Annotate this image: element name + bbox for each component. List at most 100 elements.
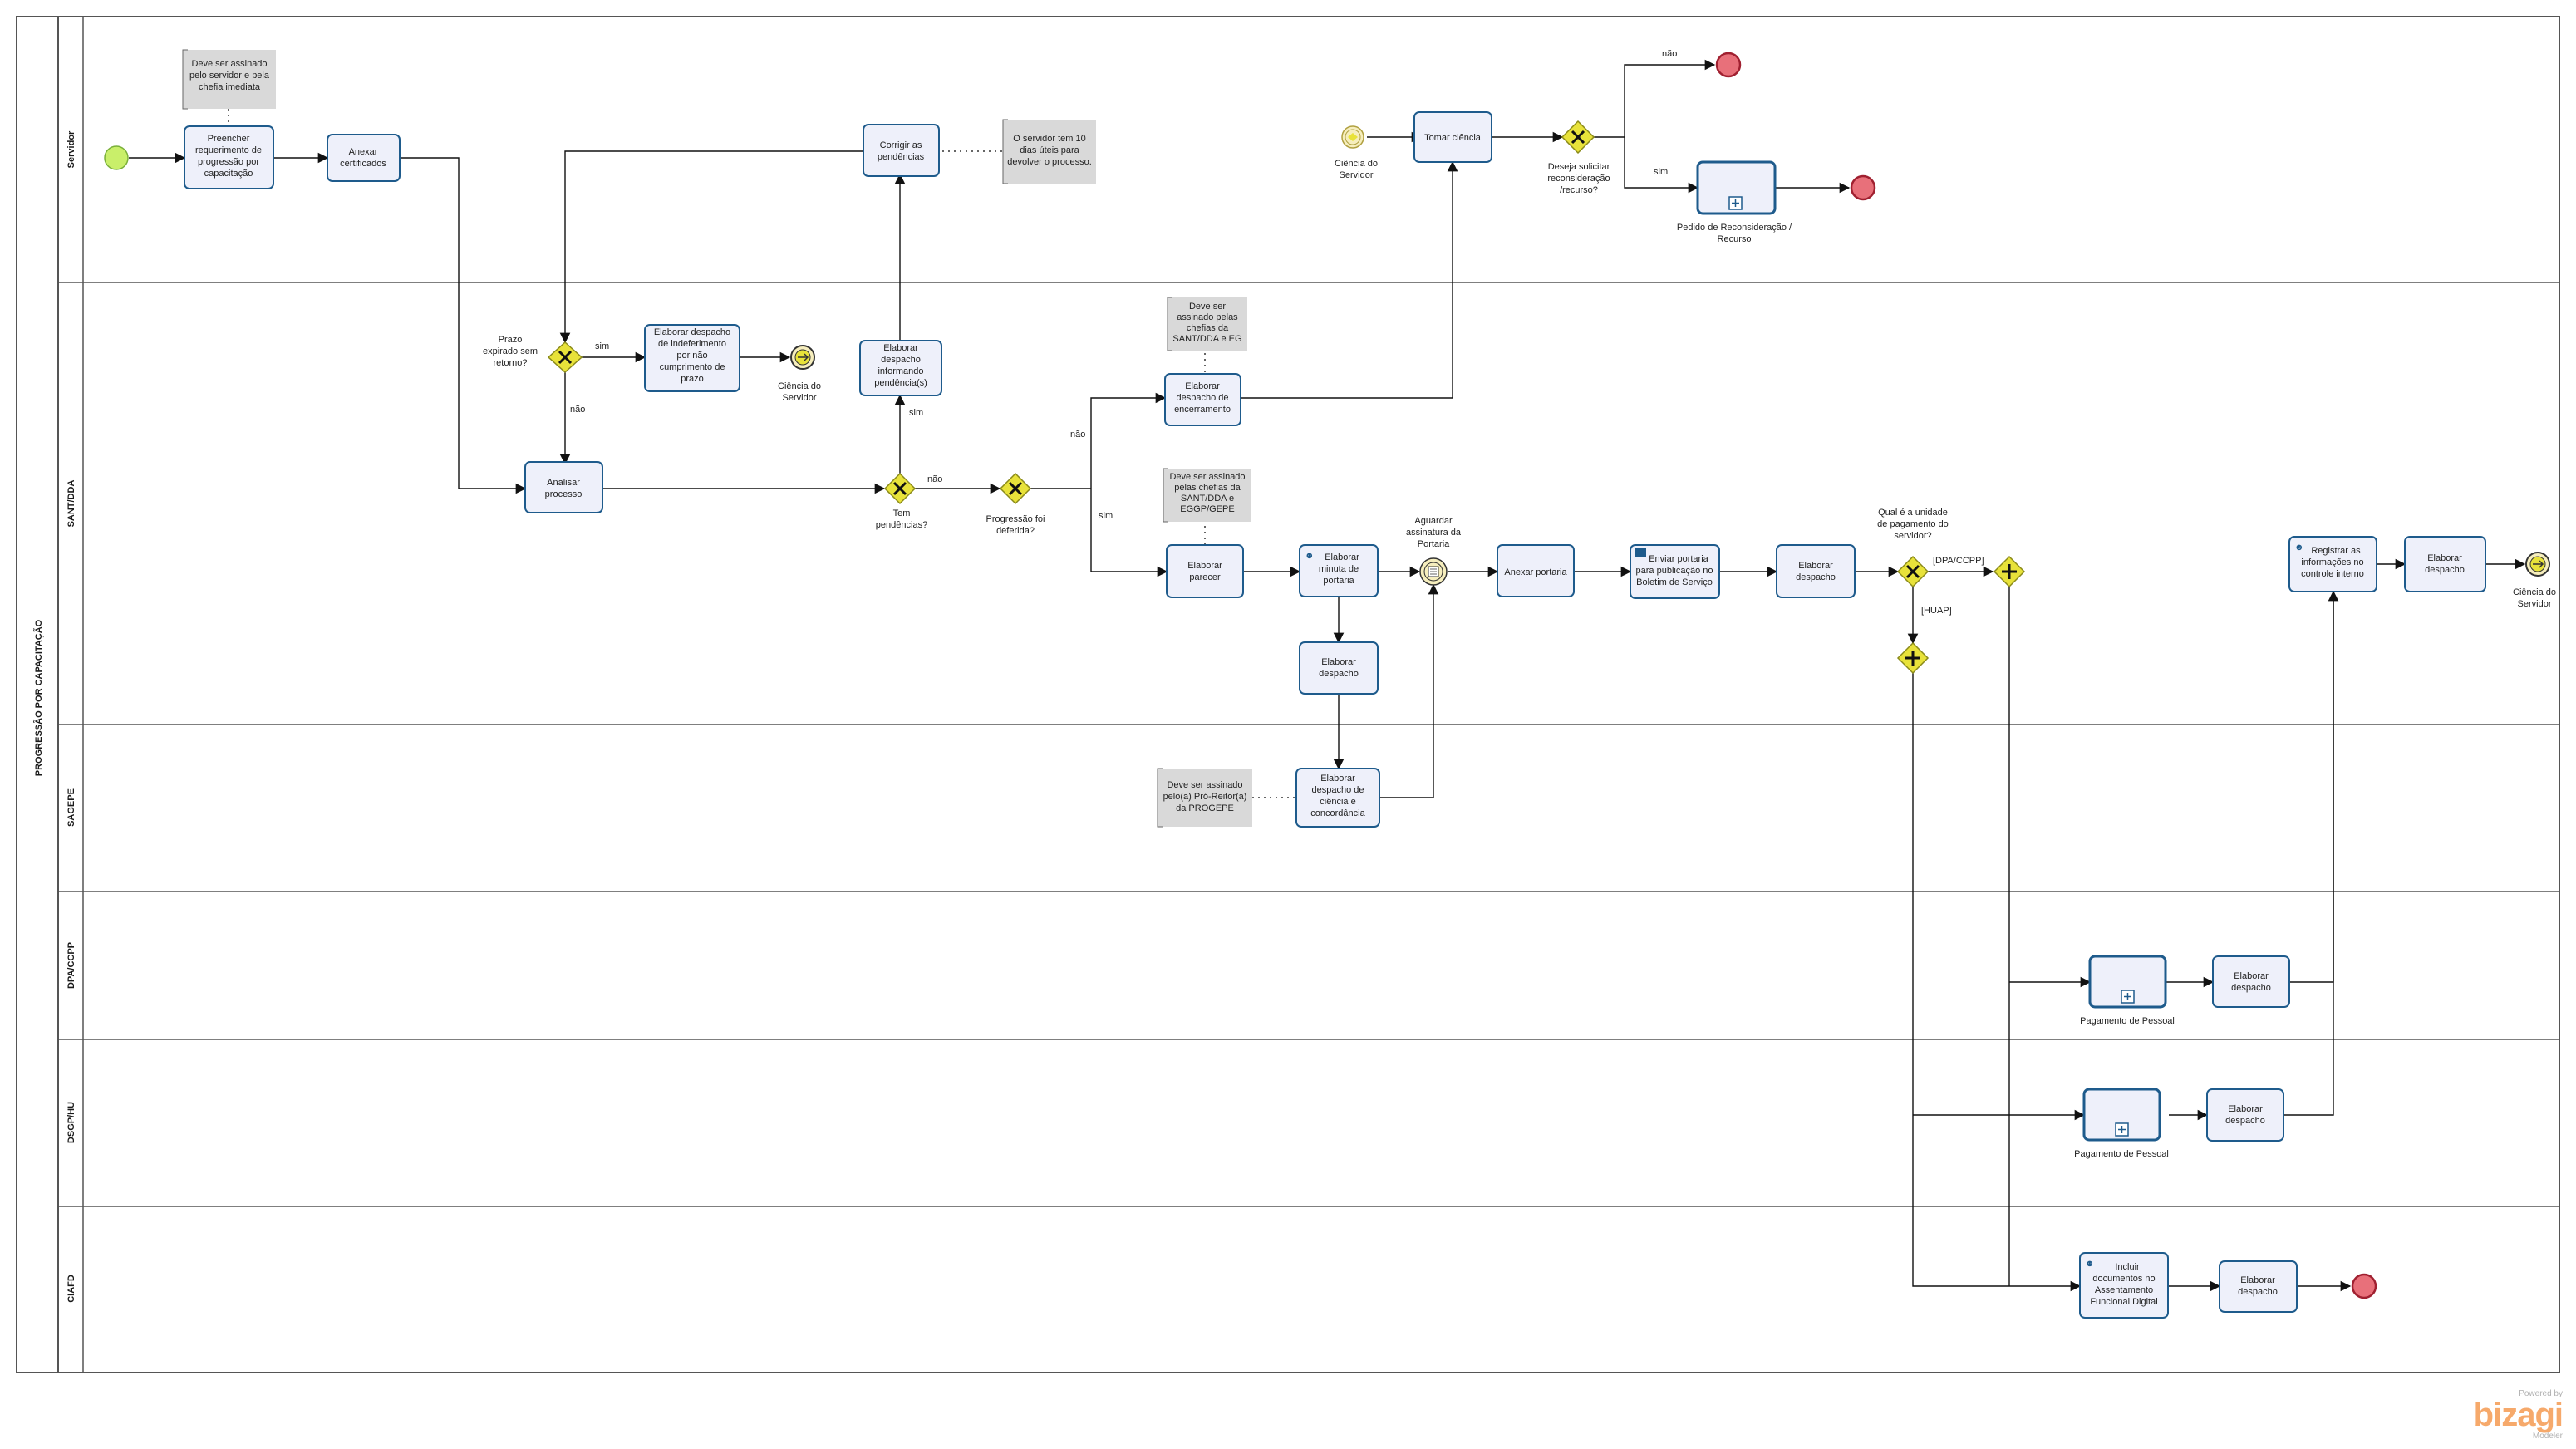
task-tomar-ciencia[interactable]: Tomar ciência <box>1413 111 1492 163</box>
lane-label: DPA/CCPP <box>66 942 76 989</box>
bizagi-watermark: Powered by bizagi Modeler <box>2474 1389 2564 1441</box>
user-icon: ☻ <box>2294 543 2304 553</box>
flow-label: sim <box>1099 511 1113 521</box>
lane-label: DSGP/HU <box>66 1102 76 1143</box>
flow-label: não <box>1662 49 1677 59</box>
flow-label: sim <box>909 408 923 418</box>
end-event[interactable] <box>1850 174 1876 201</box>
lane-label: Servidor <box>66 130 76 168</box>
start-event[interactable] <box>104 145 129 170</box>
subprocess-pagamento-dsgp[interactable]: Pagamento de Pessoal <box>2074 1088 2169 1159</box>
task-anexar-portaria[interactable]: Anexar portaria <box>1497 544 1575 597</box>
svg-text:Pagamento de Pessoal: Pagamento de Pessoal <box>2080 1016 2175 1026</box>
svg-text:Pedido de Reconsideração /Recu: Pedido de Reconsideração /Recurso <box>1677 223 1792 244</box>
lane-label: SAGEPE <box>66 788 76 827</box>
pool-title: PROGRESSÃO POR CAPACITAÇÃO <box>33 619 44 776</box>
modeler-text: Modeler <box>2532 1432 2563 1441</box>
flow-label: sim <box>595 341 609 351</box>
envelope-icon <box>1635 548 1646 557</box>
flow-label: [DPA/CCPP] <box>1933 556 1984 566</box>
user-icon: ☻ <box>1305 551 1315 561</box>
end-event[interactable] <box>1715 52 1742 78</box>
end-event[interactable] <box>2351 1273 2377 1299</box>
flow-label: [HUAP] <box>1921 606 1952 616</box>
subprocess-pagamento-dpa[interactable]: Pagamento de Pessoal <box>2080 955 2175 1026</box>
pool: PROGRESSÃO POR CAPACITAÇÃO <box>16 16 2560 1373</box>
flow-label: não <box>1070 430 1085 440</box>
sequence-flows <box>129 59 2526 1292</box>
flow-label: sim <box>1654 167 1668 177</box>
gateway-parallel-1[interactable] <box>1993 555 2026 588</box>
associations <box>228 109 1296 798</box>
flow-label: não <box>570 405 585 415</box>
lane-labels: Servidor SANT/DDA SAGEPE DPA/CCPP DSGP/H… <box>66 130 76 1303</box>
flow-labels: não sim sim não sim não não sim [DPA/CCP… <box>570 49 1984 616</box>
svg-text:Tomar ciência: Tomar ciência <box>1424 133 1482 143</box>
lane-label: CIAFD <box>66 1275 76 1303</box>
lane-label: SANT/DDA <box>66 480 76 528</box>
subprocess-pedido[interactable]: Pedido de Reconsideração /Recurso <box>1677 160 1792 244</box>
user-icon: ☻ <box>2085 1259 2095 1269</box>
flow-label: não <box>927 474 942 484</box>
powered-by-text: Powered by <box>2519 1389 2563 1398</box>
gateway-parallel-2[interactable] <box>1896 641 1930 675</box>
